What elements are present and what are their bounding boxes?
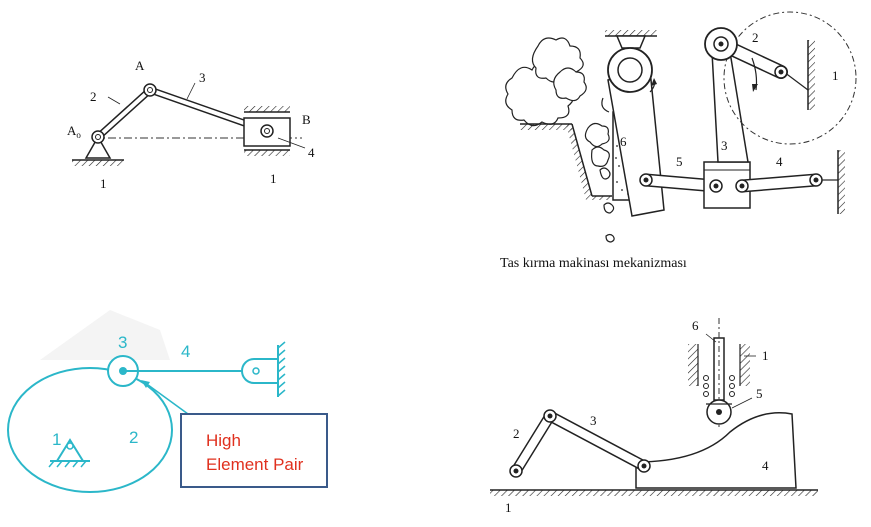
label-b: B (302, 112, 311, 127)
crank-circle-path (723, 11, 857, 145)
label-2: 2 (513, 426, 520, 441)
label-4: 4 (776, 154, 783, 169)
label-3: 3 (590, 413, 597, 428)
label-3: 3 (199, 70, 206, 85)
label-a: A (135, 58, 145, 73)
label-1: 1 (832, 68, 839, 83)
label-1-right: 1 (270, 171, 277, 186)
label-a0: Ao (67, 123, 81, 140)
label-6: 6 (620, 134, 627, 149)
label-6: 6 (692, 318, 699, 333)
label-4: 4 (308, 145, 315, 160)
linkage-cam-diagram: 6 1 5 4 3 2 1 (490, 318, 818, 515)
stone-crusher-caption: Tas kırma makinası mekanizması (500, 256, 687, 271)
slider-crank-diagram: A B Ao 2 3 4 1 1 (67, 58, 315, 191)
label-2: 2 (752, 30, 759, 45)
label-3: 3 (118, 333, 127, 352)
label-1: 1 (52, 430, 61, 449)
cam-follower-diagram: 3 4 2 1 (7, 310, 286, 493)
label-5: 5 (756, 386, 763, 401)
label-1-left: 1 (100, 176, 107, 191)
callout-line-1: High (206, 431, 241, 450)
label-4: 4 (762, 458, 769, 473)
rock-pile (505, 37, 615, 243)
cam-2 (7, 367, 173, 493)
label-2: 2 (90, 89, 97, 104)
label-3: 3 (721, 138, 728, 153)
label-4: 4 (181, 342, 190, 361)
label-1-bottom: 1 (505, 500, 512, 515)
label-1-top: 1 (762, 348, 769, 363)
stone-crusher-diagram: 6 5 3 4 2 1 (505, 11, 857, 243)
label-2: 2 (129, 428, 138, 447)
ground-support-a0 (72, 135, 124, 166)
cam-slider-4 (635, 412, 797, 489)
callout-arrow (143, 381, 189, 415)
label-5: 5 (676, 154, 683, 169)
high-element-pair-callout: High Element Pair (180, 413, 328, 488)
callout-line-2: Element Pair (206, 455, 304, 474)
